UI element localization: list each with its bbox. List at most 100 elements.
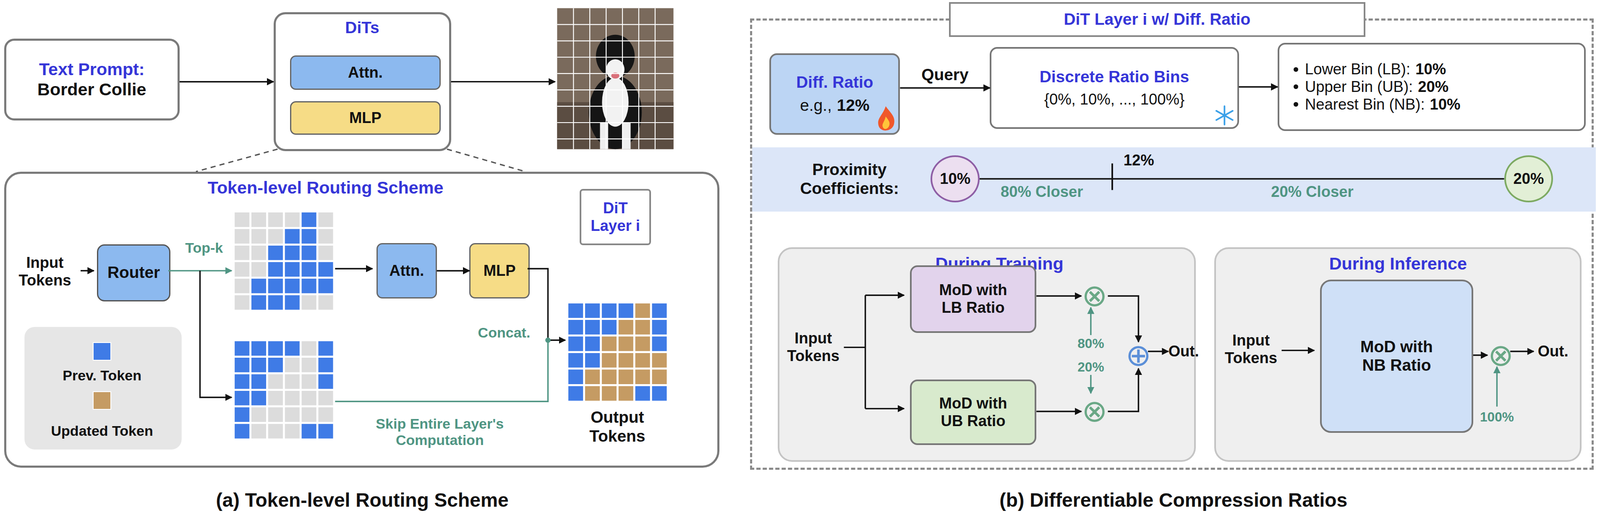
node-text: MLP [349,109,382,127]
node-text: Nearest Bin (NB): [1304,95,1425,114]
token-grid-output [567,302,668,402]
text-label: 20% Closer [1270,183,1354,201]
node-text: DiT Layer i [581,199,650,235]
node-text: Discrete Ratio Bins [1039,67,1190,87]
multiply-operator: ⊗ [1081,397,1108,425]
mod-box: MoD with LB Ratio [909,265,1037,333]
text-label: Input Tokens [781,329,845,365]
text-label: Skip Entire Layer's Computation [363,415,517,449]
output-arrow [451,81,556,83]
text-label: (a) Token-level Routing Scheme [215,489,509,512]
edge-label: Query [921,65,969,85]
node-text: {0%, 10%, ..., 100%} [1044,90,1185,109]
node-text: MoD with NB Ratio [1354,337,1439,375]
arrow-connector [1107,368,1139,412]
ratio-panel: DiT Layer i w/ Diff. RatioDiff. Ratioe.g… [750,18,1595,471]
text-label: Concat. [478,324,531,342]
inference-wires [1281,350,1534,407]
legend-swatch [92,391,112,410]
dit-block: DiTsAttn. MLP [273,12,452,152]
ratio-tick [1111,163,1114,190]
arrow-connector [1473,354,1488,356]
node-text: 12% [836,96,870,116]
text-row: e.g.,12% [800,96,870,116]
node-text: Text Prompt: [39,59,145,80]
text-row: Upper Bin (UB):20% [1293,78,1449,96]
node-text: MoD with LB Ratio [933,281,1014,317]
token-grid-skipped [233,339,335,440]
training-wires [844,295,1169,409]
legend-swatch [92,342,112,361]
bin-circle: 20% [1504,155,1554,203]
arrow-connector [899,87,990,89]
bins-box: Discrete Ratio Bins {0%, 10%, ..., 100%} [989,47,1239,129]
mod-box: MoD with UB Ratio [909,379,1037,445]
node-text: ⊗ [1081,280,1108,312]
text-row: Nearest Bin (NB): 10% [1293,95,1461,114]
arrow-connector [1107,295,1139,342]
mlp-box: MLP [469,243,530,299]
mlp-box: MLP [290,101,442,135]
multiply-operator: ⊗ [1487,341,1514,369]
node-text: e.g., [800,96,832,116]
node-text: Diff. Ratio [796,73,874,92]
node-text: MoD with UB Ratio [933,394,1014,430]
ratio-box: Diff. Ratio e.g.,12% [769,53,900,136]
text-label: 12% [1123,151,1155,170]
text-label: Top-k [185,240,223,257]
legend-text: Prev. Token [62,367,142,385]
layer-tag: DiT Layer i [579,188,651,246]
arrow-connector [1036,410,1082,413]
node-text: During Inference [1329,253,1467,275]
proximity-band: Proximity Coefficients:10% 20% [752,147,1597,212]
routing-wires [80,268,566,402]
flame-icon [878,106,895,131]
text-label: 80% Closer [1000,183,1084,201]
node-text: Lower Bin (LB): [1304,60,1411,79]
legend-box [24,326,182,450]
text-label: 80% [1077,335,1104,351]
node-text: 10% [1430,95,1461,114]
text-label: 20% [1077,358,1104,374]
bin-result-box: Lower Bin (LB):10%Upper Bin (UB):20%Near… [1277,42,1586,131]
node-text: Attn. [347,63,383,82]
text-label: 100% [1479,409,1514,425]
add-operator: ⊕ [1125,341,1152,369]
multiply-operator: ⊗ [1081,282,1108,309]
node-text: Border Collie [37,79,147,100]
arrow-connector [1036,295,1082,297]
node-text: Router [107,263,160,283]
text-label: Out. [1537,342,1569,361]
mod-box: MoD with NB Ratio [1320,279,1474,433]
text-label: Input Tokens [1219,331,1283,367]
training-panel: During TrainingMoD with LB Ratio⊗MoD wit… [777,247,1197,462]
bullet-dot [1293,84,1299,89]
node-text: 20% [1513,169,1544,188]
arrow-connector [436,269,470,272]
text-label: Output Tokens [581,407,654,446]
prompt-box: Text Prompt:Border Collie [4,38,180,121]
snowflake-icon [1216,106,1233,125]
node-text: ⊕ [1125,339,1152,371]
text-label: Input Tokens [11,253,79,290]
node-text: Upper Bin (UB): [1304,78,1413,96]
arrow-connector [1239,86,1278,88]
bin-circle: 10% [930,155,980,203]
node-text: 20% [1417,78,1449,96]
attention-box: Attn. [290,55,442,91]
node-text: DiTs [345,18,380,38]
node-text: Proximity Coefficients: [778,160,921,198]
router-box: Router [96,244,171,302]
legend-text: Updated Token [51,422,154,440]
zoom-lines [196,149,526,172]
node-text: Token-level Routing Scheme [207,177,444,199]
node-text: ⊗ [1487,339,1514,371]
node-text: DiT Layer i w/ Diff. Ratio [949,2,1366,37]
bullet-dot [1293,67,1299,72]
text-row: Lower Bin (LB):10% [1293,60,1446,79]
text-label: Out. [1168,342,1200,361]
bullet-dot [1293,101,1299,107]
arrow-connector [979,177,1505,180]
attention-box: Attn. [376,243,437,299]
